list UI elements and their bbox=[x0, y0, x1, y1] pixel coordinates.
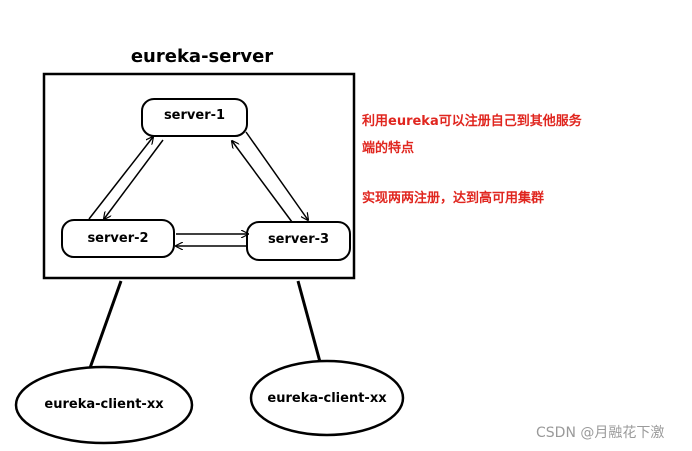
client-right-connector bbox=[296, 280, 322, 363]
server-2-label: server-2 bbox=[87, 231, 149, 246]
eureka-server-box bbox=[42, 72, 356, 280]
eureka-client-left-label: eureka-client-xx bbox=[44, 397, 164, 412]
arrow-server-1-to-server-3 bbox=[245, 131, 308, 220]
eureka-client-right-node bbox=[249, 359, 405, 437]
server-3-label: server-3 bbox=[267, 232, 330, 247]
arrow-server-3-to-server-1 bbox=[232, 141, 293, 223]
note-line-2: 端的特点 bbox=[362, 141, 415, 156]
note-line-1: 利用eureka可以注册自己到其他服务 bbox=[362, 114, 582, 129]
csdn-watermark: CSDN @月融花下激 bbox=[536, 425, 665, 441]
note-line-3: 实现两两注册，达到高可用集群 bbox=[362, 191, 545, 206]
server-1-label: server-1 bbox=[163, 108, 226, 123]
arrow-server-2-to-server-1 bbox=[88, 137, 153, 220]
eureka-client-right-label: eureka-client-xx bbox=[267, 391, 387, 406]
server-1-node bbox=[141, 98, 248, 137]
eureka-server-title: eureka-server bbox=[130, 46, 274, 67]
server-2-node bbox=[61, 219, 175, 258]
arrow-server-1-to-server-2 bbox=[104, 139, 164, 219]
eureka-client-left-node bbox=[14, 365, 194, 445]
client-left-connector bbox=[88, 280, 123, 369]
server-3-node bbox=[246, 221, 351, 261]
